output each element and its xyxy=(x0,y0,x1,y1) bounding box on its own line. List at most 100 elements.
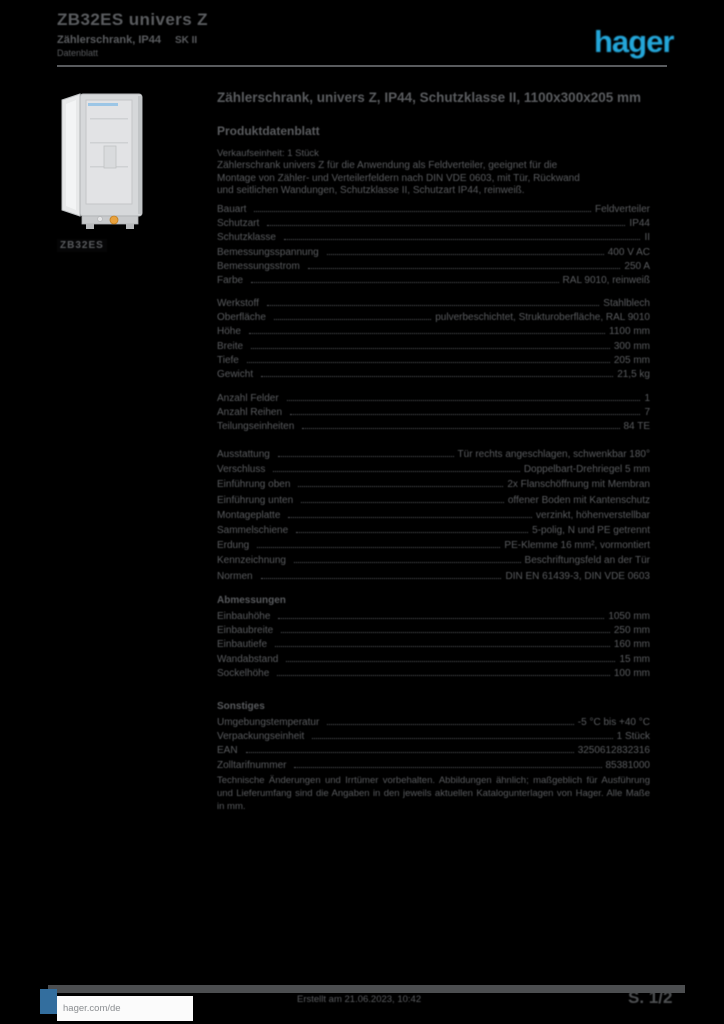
description-line: Zählerschrank univers Z für die Anwendun… xyxy=(217,160,558,171)
spec-label: Teilungseinheiten xyxy=(217,421,295,433)
spec-row: Werkstoff Stahlblech xyxy=(217,297,650,311)
spec-value: Stahlblech xyxy=(603,298,650,309)
spec-value: Feldverteiler xyxy=(594,204,650,215)
dotted-leader xyxy=(312,738,613,740)
spec-label: Anzahl Reihen xyxy=(217,407,283,419)
spec-value: IP44 xyxy=(629,218,650,230)
spec-value: 84 TE xyxy=(623,421,651,433)
spec-value: 160 mm xyxy=(613,639,650,651)
spec-value: 85381000 xyxy=(605,759,651,771)
spec-value: -5 °C bis +40 °C xyxy=(577,717,650,728)
protection-class-badge: SK II xyxy=(174,35,198,46)
dotted-leader xyxy=(326,253,604,255)
spec-value: 1050 mm xyxy=(608,611,650,622)
spec-value: PE-Klemme 16 mm², vormontiert xyxy=(504,540,650,552)
dotted-leader xyxy=(261,376,614,378)
spec-value: 21,5 kg xyxy=(617,369,650,381)
spec-row: Breite 300 mm xyxy=(217,340,650,354)
dotted-leader xyxy=(327,724,574,725)
dotted-leader xyxy=(301,501,504,503)
spec-value: 300 mm xyxy=(613,340,650,352)
spec-label: Umgebungstemperatur xyxy=(217,717,320,728)
section-sonstiges: Sonstiges Umgebungstemperatur -5 °C bis +… xyxy=(217,700,650,773)
dotted-leader xyxy=(298,486,504,488)
dotted-leader xyxy=(294,766,602,768)
spec-value: 5-polig, N und PE getrennt xyxy=(532,525,650,537)
spec-value: 15 mm xyxy=(619,653,650,665)
spec-label: Sockelhöhe xyxy=(217,667,270,679)
spec-row: Umgebungstemperatur -5 °C bis +40 °C xyxy=(217,716,650,730)
page-subtitle: Produktdatenblatt xyxy=(217,124,320,138)
spec-row: Zolltarifnummer 85381000 xyxy=(217,759,650,773)
product-reference: ZB32ES univers Z xyxy=(57,10,208,29)
dotted-leader xyxy=(302,428,620,430)
spec-label: Montageplatte xyxy=(217,509,281,521)
spec-value: DIN EN 61439-3, DIN VDE 0603 xyxy=(505,570,650,582)
spec-label: Einführung unten xyxy=(217,494,294,506)
spec-label: Gewicht xyxy=(217,369,254,381)
dotted-leader xyxy=(277,456,454,457)
spec-label: Zolltarifnummer xyxy=(217,759,287,771)
spec-label: Tiefe xyxy=(217,354,239,366)
section-heading: Sonstiges xyxy=(217,701,265,712)
spec-label: Höhe xyxy=(217,326,241,338)
spec-label: Bemessungsspannung xyxy=(217,246,319,258)
dotted-leader xyxy=(290,414,641,416)
footer-generated-label: Erstellt am 21.06.2023, 10:42 xyxy=(297,994,422,1005)
dotted-leader xyxy=(296,532,529,534)
spec-value: pulverbeschichtet, Strukturoberfläche, R… xyxy=(435,312,650,324)
spec-row: Farbe RAL 9010, reinweiß xyxy=(217,274,650,288)
dotted-leader xyxy=(254,211,591,212)
spec-label: Breite xyxy=(217,340,244,352)
spec-label: Einbautiefe xyxy=(217,639,268,651)
spec-label: Bemessungsstrom xyxy=(217,260,300,272)
spec-value: RAL 9010, reinweiß xyxy=(562,275,650,287)
spec-value: Doppelbart-Drehriegel 5 mm xyxy=(523,464,650,476)
header-subtitle-text: Zählerschrank, IP44 xyxy=(57,34,161,46)
description-line: Montage von Zähler- und Verteilerfeldern… xyxy=(217,172,580,184)
spec-label: Einbauhöhe xyxy=(217,611,271,622)
spec-value: 7 xyxy=(644,407,650,419)
spec-row: Teilungseinheiten 84 TE xyxy=(217,420,650,434)
spec-label: Schutzart xyxy=(217,218,260,230)
dotted-leader xyxy=(281,632,610,634)
product-image xyxy=(56,90,164,232)
spec-label: Normen xyxy=(217,570,253,582)
spec-row: Oberfläche pulverbeschichtet, Strukturobe… xyxy=(217,311,650,325)
dotted-leader xyxy=(245,752,574,754)
dotted-leader xyxy=(273,319,432,321)
spec-label: Kennzeichnung xyxy=(217,555,286,567)
spec-row: Normen DIN EN 61439-3, DIN VDE 0603 xyxy=(217,569,650,584)
spec-label: Einführung oben xyxy=(217,479,291,491)
spec-label: Werkstoff xyxy=(217,298,259,309)
spec-label: Erdung xyxy=(217,540,250,552)
spec-value: 250 mm xyxy=(613,625,650,637)
spec-label: Ausstattung xyxy=(217,449,270,460)
spec-value: 1 xyxy=(644,393,650,404)
dotted-leader xyxy=(248,333,606,335)
spec-label: Farbe xyxy=(217,275,244,287)
dotted-leader xyxy=(257,547,501,549)
dotted-leader xyxy=(293,562,521,564)
footer-site-link[interactable]: hager.com/de xyxy=(63,1003,121,1014)
dotted-leader xyxy=(246,361,610,363)
spec-label: Wandabstand xyxy=(217,653,279,665)
spec-label: Oberfläche xyxy=(217,312,266,324)
footer-page-number: S. 1/2 xyxy=(628,988,673,1007)
